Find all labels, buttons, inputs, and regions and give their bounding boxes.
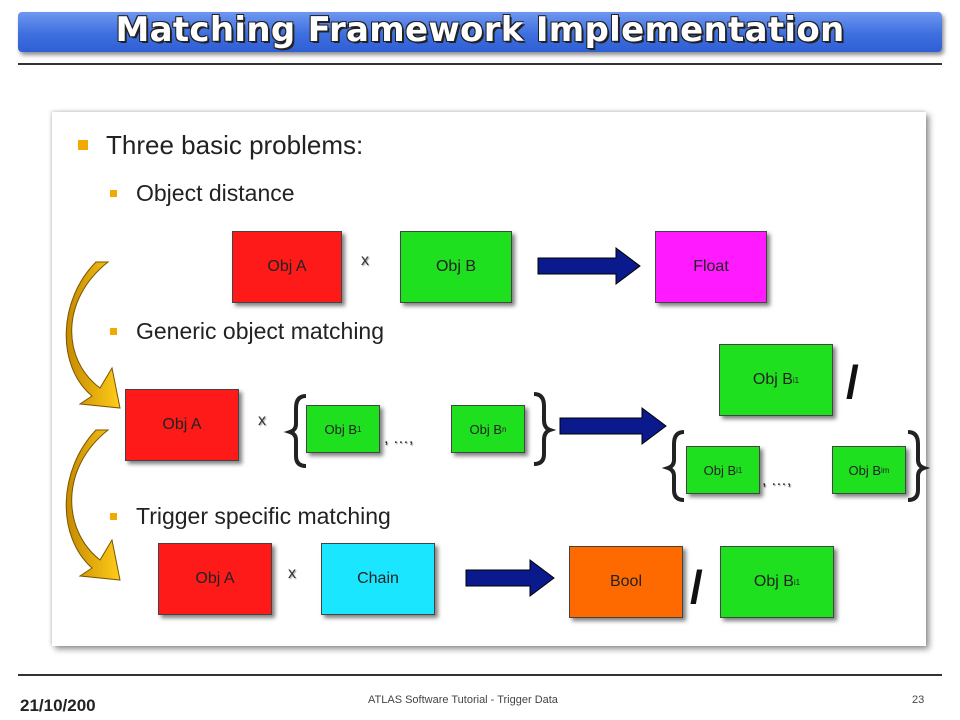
curved-arrow-icon <box>65 261 121 409</box>
left-brace-icon <box>661 430 685 502</box>
chain-box: Chain <box>321 543 435 615</box>
ellipsis-separator: , …, <box>384 430 414 447</box>
float-box: Float <box>655 231 767 303</box>
footer-date: 21/10/200 <box>20 696 96 715</box>
right-brace-icon <box>533 392 557 466</box>
bullet-square-icon <box>110 190 117 197</box>
bullet-square-icon <box>78 140 88 150</box>
page-number: 23 <box>912 694 925 706</box>
obj-a-box: Obj A <box>125 389 239 461</box>
top-divider <box>18 63 942 65</box>
right-arrow-icon <box>559 407 667 445</box>
bullet-square-icon <box>110 328 117 335</box>
problem-object-distance: Object distance <box>136 180 295 206</box>
times-symbol: x <box>288 565 296 582</box>
title-bar <box>18 12 942 52</box>
obj-a-box: Obj A <box>232 231 342 303</box>
curved-arrow-icon <box>65 429 121 581</box>
problem-generic-matching: Generic object matching <box>136 318 385 344</box>
obj-b-box: Obj B <box>400 231 512 303</box>
right-brace-icon <box>907 430 931 502</box>
footer-title: ATLAS Software Tutorial - Trigger Data <box>368 694 558 706</box>
left-brace-icon <box>283 394 307 468</box>
or-slash: / <box>846 356 859 408</box>
problem-trigger-matching: Trigger specific matching <box>136 503 391 529</box>
times-symbol: x <box>361 252 369 269</box>
bottom-divider <box>18 674 942 676</box>
or-slash: / <box>690 561 703 613</box>
obj-a-box: Obj A <box>158 543 272 615</box>
right-arrow-icon <box>537 247 641 285</box>
page-title: Matching Framework Implementation <box>115 10 845 50</box>
ellipsis-separator: , …, <box>762 472 792 489</box>
bullet-square-icon <box>110 513 117 520</box>
right-arrow-icon <box>465 559 555 597</box>
main-bullet-text: Three basic problems: <box>106 130 364 160</box>
bool-box: Bool <box>569 546 683 618</box>
times-symbol: x <box>258 412 266 429</box>
